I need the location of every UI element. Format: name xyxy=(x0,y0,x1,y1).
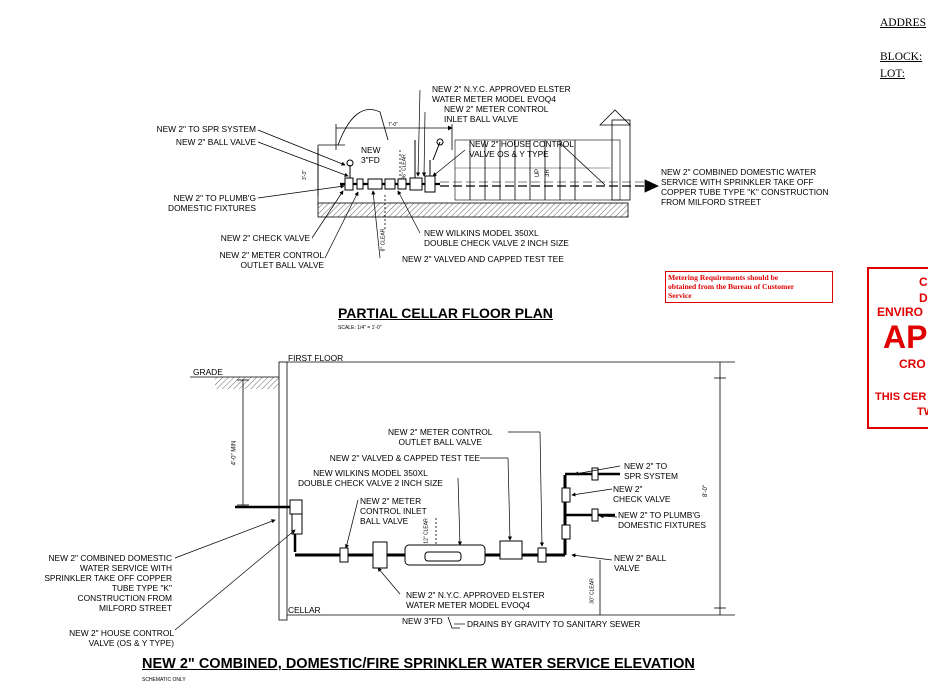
elevation-subtitle: SCHEMATIC ONLY xyxy=(142,677,186,683)
plan-view xyxy=(257,89,659,259)
elev-clear-30-label: 30" CLEAR xyxy=(589,578,596,604)
stamp-line-6: THIS CER xyxy=(875,391,927,403)
elev-label-drains: DRAINS BY GRAVITY TO SANITARY SEWER xyxy=(467,619,641,629)
elev-label-test-tee: NEW 2" VALVED & CAPPED TEST TEE xyxy=(329,453,480,463)
plan-label-meter: NEW 2" N.Y.C. APPROVED ELSTER WATER METE… xyxy=(432,84,571,104)
plan-door-swing xyxy=(337,109,381,146)
plan-label-ball-valve: NEW 2" BALL VALVE xyxy=(175,137,256,147)
plan-clear-36-label: 36" CLEAR xyxy=(401,154,408,180)
elev-label-grade: GRADE xyxy=(193,367,223,377)
stamp-line-4: AP xyxy=(883,319,928,355)
stamp-line-7: TW xyxy=(917,406,928,418)
elev-label-combined-service: NEW 2" COMBINED DOMESTIC WATER SERVICE W… xyxy=(44,553,172,613)
elevation-view xyxy=(174,361,735,631)
plan-stair xyxy=(454,109,631,201)
elev-leaders xyxy=(174,431,621,631)
plan-dim-depth-label: 3'-3" xyxy=(301,170,308,180)
plan-label-to-spr: NEW 2" TO SPR SYSTEM xyxy=(156,124,256,134)
plan-label-to-plumbg: NEW 2" TO PLUMB'G DOMESTIC FIXTURES xyxy=(168,193,256,213)
stamp-line-5: CRO xyxy=(899,357,926,371)
grade-hatch xyxy=(215,377,281,389)
elev-label-meter: NEW 2" N.Y.C. APPROVED ELSTER WATER METE… xyxy=(406,590,545,610)
elev-label-first-floor: FIRST FLOOR xyxy=(288,353,344,363)
foundation-wall xyxy=(278,361,288,621)
elev-label-cellar: CELLAR xyxy=(288,605,321,615)
elev-label-house-control: NEW 2" HOUSE CONTROL VALVE (OS & Y TYPE) xyxy=(69,628,174,648)
elev-min-depth-label: 4'-0" MIN xyxy=(231,440,238,466)
plan-clear-8-label: 8" CLEAR xyxy=(380,228,387,252)
floor-drain xyxy=(447,616,460,629)
elev-label-meter-outlet: NEW 2" METER CONTROL OUTLET BALL VALVE xyxy=(388,427,493,447)
elev-label-to-spr: NEW 2" TO SPR SYSTEM xyxy=(624,461,678,481)
metering-note: Metering Requirements should be obtained… xyxy=(665,271,833,303)
elevation-title: NEW 2" COMBINED, DOMESTIC/FIRE SPRINKLER… xyxy=(142,656,695,672)
elev-label-wilkins: NEW WILKINS MODEL 350XL DOUBLE CHECK VAL… xyxy=(298,468,443,488)
elev-fittings xyxy=(289,467,599,569)
plan-label-meter-inlet: NEW 2" METER CONTROL INLET BALL VALVE xyxy=(444,104,549,124)
plan-label-wilkins: NEW WILKINS MODEL 350XL DOUBLE CHECK VAL… xyxy=(424,228,569,248)
plan-label-fd: NEW 3"FD xyxy=(361,145,381,165)
plan-leaders xyxy=(257,89,466,259)
elev-label-meter-inlet: NEW 2" METER CONTROL INLET BALL VALVE xyxy=(360,496,427,526)
approval-stamp: C D ENVIRO AP CRO THIS CER TW xyxy=(867,267,928,429)
elev-height-label: 8'-0" xyxy=(702,485,709,497)
address-label: ADDRES xyxy=(880,17,927,29)
plan-3r-mark: 3R xyxy=(544,169,551,177)
stamp-line-1: C xyxy=(919,275,928,289)
elev-label-fd: NEW 3"FD xyxy=(402,616,443,626)
plan-label-test-tee: NEW 2" VALVED AND CAPPED TEST TEE xyxy=(402,254,564,264)
plan-fittings xyxy=(344,138,444,193)
plan-label-check-valve: NEW 2" CHECK VALVE xyxy=(220,233,310,243)
plan-slab-hatch xyxy=(317,202,629,218)
plan-up-mark: UP xyxy=(535,168,542,178)
plan-label-combined-service: NEW 2" COMBINED DOMESTIC WATER SERVICE W… xyxy=(661,167,829,207)
lot-label: LOT: xyxy=(880,68,905,80)
elev-label-to-plumbg: NEW 2" TO PLUMB'G DOMESTIC FIXTURES xyxy=(618,510,706,530)
elev-label-ball-valve: NEW 2" BALL VALVE xyxy=(614,553,667,573)
plan-label-meter-outlet: NEW 2" METER CONTROL OUTLET BALL VALVE xyxy=(219,250,324,270)
block-label: BLOCK: xyxy=(880,51,923,63)
elev-label-check-valve: NEW 2" CHECK VALVE xyxy=(613,484,671,504)
plan-dim-width-label: 7'-0" xyxy=(388,122,398,128)
plan-title: PARTIAL CELLAR FLOOR PLAN xyxy=(338,305,553,321)
stamp-line-3: ENVIRO xyxy=(877,305,924,319)
plan-scale: SCALE: 1/4" = 1'-0" xyxy=(338,325,382,331)
plan-label-house-control: NEW 2" HOUSE CONTROL VALVE OS & Y TYPE xyxy=(469,139,574,159)
stamp-line-2: D xyxy=(919,291,928,305)
